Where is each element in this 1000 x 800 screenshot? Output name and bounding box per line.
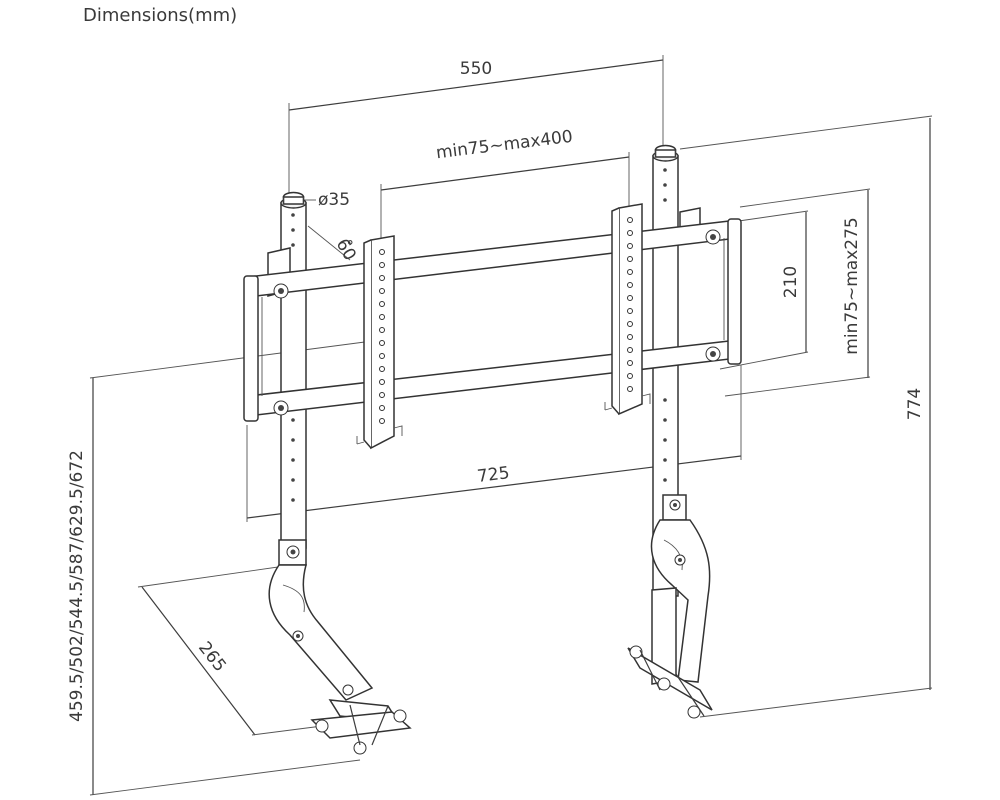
- dim-label-265: 265: [194, 638, 230, 676]
- vesa-strap-right: [604, 203, 651, 416]
- diagram-title: Dimensions(mm): [83, 5, 237, 26]
- dimension-lines: [89, 55, 933, 796]
- right-foot: [627, 494, 713, 719]
- vesa-strap-left: [356, 235, 403, 450]
- left-foot: [268, 539, 412, 755]
- dim-label-heights: 459.5/502/544.5/587/629.5/672: [67, 450, 87, 722]
- dim-label-tilt: 6̊0: [332, 235, 361, 264]
- dim-label-vesa-vertical: min75~max275: [842, 217, 862, 354]
- dim-label-diameter: ø35: [318, 190, 350, 210]
- dimension-labels: 550 min75~max400 ø35 6̊0 210 min75~max27…: [67, 59, 925, 722]
- left-pole: [267, 191, 307, 549]
- dim-label-vesa-horizontal: min75~max400: [435, 127, 574, 164]
- dim-label-725: 725: [476, 463, 511, 487]
- dim-label-550: 550: [460, 59, 492, 79]
- dim-label-210: 210: [781, 266, 801, 298]
- dim-label-774: 774: [905, 388, 925, 420]
